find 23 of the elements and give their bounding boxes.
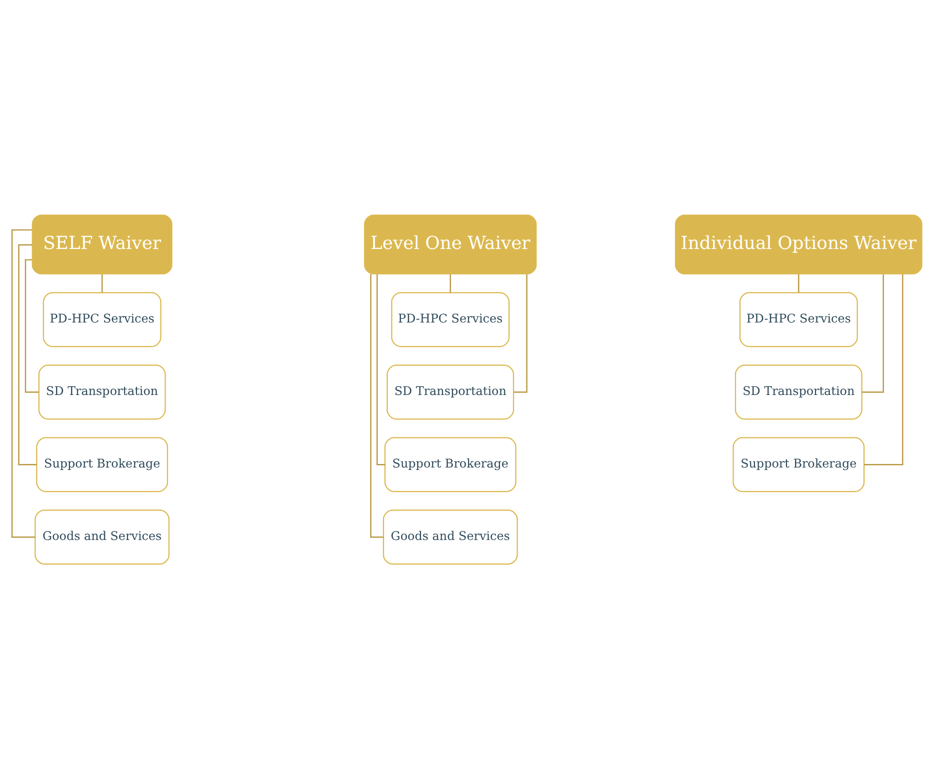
node-box: PD-HPC Services xyxy=(42,292,162,347)
node-box: SD Transportation xyxy=(38,364,166,420)
node-box: Goods and Services xyxy=(382,509,518,564)
connector xyxy=(376,274,385,465)
connector xyxy=(450,274,451,292)
connector xyxy=(864,274,904,465)
node-box: Level One Waiver xyxy=(364,214,537,274)
connector xyxy=(18,244,37,465)
node-box: PD-HPC Services xyxy=(739,292,858,347)
node-box: PD-HPC Services xyxy=(391,292,510,347)
node-box: Support Brokerage xyxy=(36,436,168,492)
node-box: Goods and Services xyxy=(34,509,170,564)
connector xyxy=(102,274,103,292)
connector xyxy=(24,258,39,392)
connector xyxy=(11,228,35,538)
node-box: SELF Waiver xyxy=(32,214,172,274)
node-box: Support Brokerage xyxy=(384,436,516,492)
connector xyxy=(798,274,800,292)
node-box: Support Brokerage xyxy=(732,436,865,492)
node-box: Individual Options Waiver xyxy=(674,214,922,274)
node-box: SD Transportation xyxy=(734,364,862,420)
node-box: SD Transportation xyxy=(386,364,514,420)
connector xyxy=(862,274,884,392)
